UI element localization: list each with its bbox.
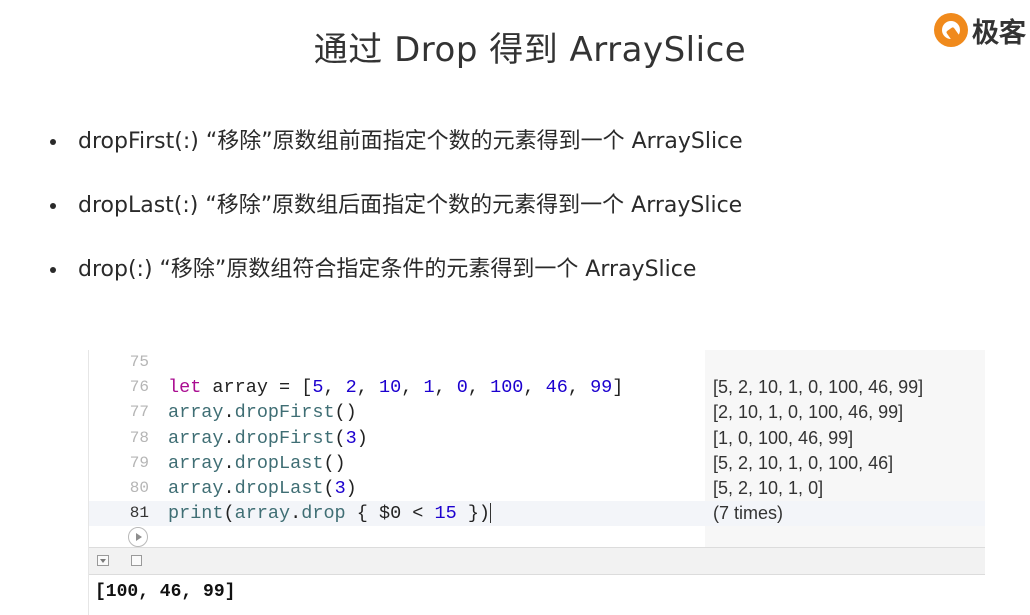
code-line[interactable]: 76 let array = [5, 2, 10, 1, 0, 100, 46, …: [89, 375, 985, 400]
code-token: dropLast: [234, 452, 324, 474]
line-number: 78: [129, 428, 149, 447]
debug-toolbar: [89, 547, 985, 575]
code-line[interactable]: 75: [89, 350, 985, 375]
code-token: drop: [301, 503, 346, 525]
bullet-item: dropLast(:) “移除”原数组后面指定个数的元素得到一个 ArraySl…: [48, 189, 743, 253]
code-text: array.dropFirst(): [168, 400, 357, 425]
slide-title: 通过 Drop 得到 ArraySlice: [313, 30, 747, 70]
code-token: (: [334, 427, 346, 449]
hide-debug-area-button[interactable]: [97, 555, 109, 566]
result-value[interactable]: (7 times): [713, 503, 784, 524]
code-token: array = [: [201, 377, 313, 399]
code-token: 2: [345, 377, 357, 399]
code-token: (): [323, 452, 346, 474]
result-value[interactable]: [1, 0, 100, 46, 99]: [713, 427, 854, 448]
code-token: .: [223, 478, 235, 499]
code-token: }): [456, 503, 491, 525]
code-token: array: [168, 402, 224, 424]
code-token: 99: [590, 377, 613, 399]
code-token: 3: [334, 478, 346, 499]
code-token: ,: [323, 377, 346, 399]
code-token: { $0 <: [345, 503, 435, 525]
run-playground-button[interactable]: [128, 527, 148, 547]
code-token: let: [168, 377, 202, 399]
code-token: .: [290, 503, 302, 525]
code-token: .: [223, 427, 235, 449]
code-token: print: [168, 503, 224, 525]
code-token: 100: [490, 377, 524, 399]
code-token: (: [323, 478, 335, 499]
code-line[interactable]: 81 print(array.drop { $0 < 15 }) (7 times): [89, 501, 985, 527]
line-number: 79: [129, 453, 149, 472]
line-number: 76: [129, 378, 149, 397]
bullet-dot-icon: [50, 139, 56, 145]
code-token: dropFirst: [234, 402, 335, 424]
code-line[interactable]: 78 array.dropFirst(3) [1, 0, 100, 46, 99]: [89, 426, 985, 451]
console-area[interactable]: [100, 46, 99]: [89, 575, 985, 615]
console-output: [100, 46, 99]: [95, 582, 236, 602]
code-token: ,: [523, 377, 546, 399]
code-token: 1: [423, 377, 435, 399]
code-text: array.dropLast(): [168, 451, 346, 476]
code-token: array: [168, 478, 224, 499]
code-token: 0: [456, 377, 468, 399]
bullet-dot-icon: [50, 267, 56, 273]
bullet-dot-icon: [50, 203, 56, 209]
logo-icon: [934, 13, 968, 47]
code-token: (): [334, 402, 357, 424]
bullet-text: dropLast(:) “移除”原数组后面指定个数的元素得到一个 ArraySl…: [78, 193, 743, 218]
code-token: 46: [545, 377, 568, 399]
result-value[interactable]: [5, 2, 10, 1, 0, 100, 46]: [713, 452, 894, 473]
code-line[interactable]: 79 array.dropLast() [5, 2, 10, 1, 0, 100, …: [89, 451, 985, 476]
code-token: .: [223, 402, 235, 424]
code-token: .: [223, 452, 235, 474]
code-token: dropFirst: [234, 427, 335, 449]
code-text: let array = [5, 2, 10, 1, 0, 100, 46, 99…: [168, 375, 623, 400]
code-text: array.dropFirst(3): [168, 426, 368, 451]
line-number: 81: [129, 504, 149, 523]
playground-editor[interactable]: 75 76 let array = [5, 2, 10, 1, 0, 100, 46…: [88, 350, 985, 615]
bullet-text: dropFirst(:) “移除”原数组前面指定个数的元素得到一个 ArrayS…: [78, 129, 743, 154]
code-line[interactable]: 77 array.dropFirst() [2, 10, 1, 0, 100, 46…: [89, 400, 985, 425]
code-token: ): [345, 478, 357, 499]
code-token: ,: [434, 377, 457, 399]
result-value[interactable]: [5, 2, 10, 1, 0]: [713, 478, 824, 498]
code-token: ,: [401, 377, 424, 399]
code-text: print(array.drop { $0 < 15 }): [168, 501, 492, 526]
bullet-item: drop(:) “移除”原数组符合指定条件的元素得到一个 ArraySlice: [48, 253, 743, 317]
logo-text: 极客: [972, 17, 1026, 49]
code-token: ,: [356, 377, 379, 399]
result-value[interactable]: [2, 10, 1, 0, 100, 46, 99]: [713, 402, 904, 423]
bullet-text: drop(:) “移除”原数组符合指定条件的元素得到一个 ArraySlice: [78, 257, 697, 282]
result-value[interactable]: [5, 2, 10, 1, 0, 100, 46, 99]: [713, 377, 924, 398]
code-token: dropLast: [234, 478, 324, 499]
code-token: ]: [612, 377, 624, 399]
bullet-list: dropFirst(:) “移除”原数组前面指定个数的元素得到一个 ArrayS…: [48, 125, 743, 317]
logo: 极客: [934, 8, 1030, 52]
clear-console-button[interactable]: [131, 555, 142, 566]
code-token: ,: [467, 377, 491, 399]
bullet-item: dropFirst(:) “移除”原数组前面指定个数的元素得到一个 ArrayS…: [48, 125, 743, 189]
text-cursor: [490, 503, 492, 524]
code-token: 3: [345, 427, 357, 449]
code-token: 15: [434, 503, 457, 525]
code-token: (: [223, 503, 235, 525]
code-token: 10: [379, 377, 402, 399]
code-token: ,: [567, 377, 591, 399]
line-number: 75: [129, 353, 149, 371]
code-line[interactable]: 80 array.dropLast(3) [5, 2, 10, 1, 0]: [89, 476, 985, 501]
line-number: 77: [129, 403, 149, 422]
code-token: array: [168, 452, 224, 474]
code-token: 5: [312, 377, 324, 399]
line-number: 80: [129, 479, 149, 497]
code-token: array: [168, 427, 224, 449]
code-token: ): [356, 427, 368, 449]
code-text: array.dropLast(3): [168, 476, 357, 501]
code-token: array: [234, 503, 291, 525]
